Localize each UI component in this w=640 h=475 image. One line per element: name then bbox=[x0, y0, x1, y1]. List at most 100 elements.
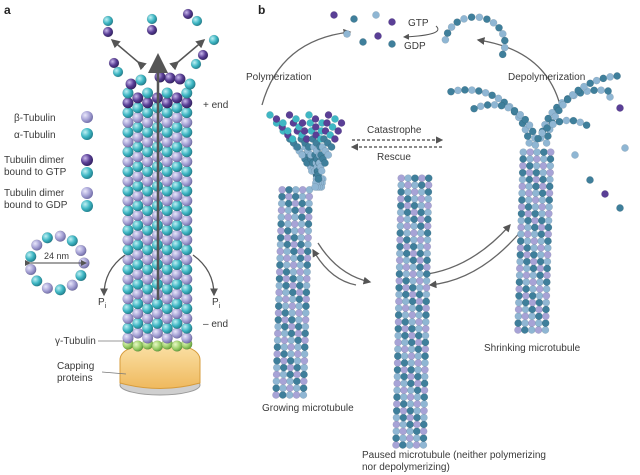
paused-subunit bbox=[393, 359, 402, 367]
tubulin-subunit bbox=[122, 97, 134, 109]
shrinking-subunit bbox=[517, 230, 525, 238]
paused-subunit bbox=[421, 331, 430, 340]
paused-subunit bbox=[393, 372, 402, 381]
tubulin-subunit bbox=[122, 332, 134, 344]
fragment-subunit bbox=[467, 13, 476, 22]
curling-subunit bbox=[555, 106, 563, 115]
growing-subunit bbox=[288, 315, 296, 324]
paused-subunit bbox=[404, 181, 412, 189]
growing-subunit bbox=[287, 322, 296, 331]
paused-subunit bbox=[392, 400, 401, 408]
curling-subunit bbox=[592, 76, 601, 85]
growing-subunit bbox=[279, 363, 288, 372]
paused-subunit bbox=[413, 420, 421, 429]
tubulin-subunit bbox=[142, 146, 154, 158]
shrinking-subunit bbox=[518, 168, 527, 177]
growing-subunit bbox=[272, 377, 281, 386]
legend-gdp-label-2: bound to GDP bbox=[4, 200, 68, 211]
free-alpha bbox=[208, 34, 220, 46]
fragment-subunit bbox=[498, 50, 507, 59]
capping-label-1: Capping bbox=[57, 361, 94, 372]
shrinking-label: Shrinking microtubule bbox=[484, 343, 581, 354]
shrinking-subunit bbox=[514, 326, 522, 334]
tubulin-subunit bbox=[161, 234, 173, 246]
growing-subunit bbox=[303, 254, 312, 263]
paused-subunit bbox=[421, 338, 430, 347]
tubulin-subunit bbox=[171, 278, 183, 290]
tubulin-subunit bbox=[142, 116, 154, 129]
shrinking-subunit bbox=[541, 326, 550, 334]
tubulin-subunit bbox=[122, 136, 134, 148]
tubulin-subunit bbox=[142, 283, 154, 295]
tubulin-subunit bbox=[122, 175, 134, 187]
free-alpha bbox=[191, 15, 203, 27]
growing-subunit bbox=[280, 329, 289, 338]
paused-subunit bbox=[404, 174, 413, 182]
paused-subunit bbox=[406, 386, 415, 395]
shrinking-subunit bbox=[539, 161, 548, 170]
growing-subunit bbox=[272, 384, 281, 393]
shrinking-subunit bbox=[523, 257, 531, 266]
fragment-subunit bbox=[441, 36, 450, 44]
shrinking-subunit bbox=[528, 291, 537, 300]
paused-subunit bbox=[415, 318, 423, 326]
shrinking-subunit bbox=[536, 285, 544, 293]
curling-subunit bbox=[468, 86, 476, 94]
gamma-tubulin-subunit bbox=[171, 340, 183, 352]
shrinking-subunit bbox=[532, 189, 540, 197]
paused-subunit bbox=[392, 413, 401, 422]
shrinking-subunit bbox=[545, 189, 554, 197]
fragment-subunit bbox=[489, 18, 498, 27]
paused-subunit bbox=[422, 270, 431, 278]
paused-subunit bbox=[393, 352, 402, 360]
tubulin-subunit bbox=[122, 224, 134, 236]
growing-subunit bbox=[304, 240, 312, 249]
growing-subunit bbox=[294, 343, 302, 351]
growing-subunit bbox=[272, 363, 281, 372]
paused-subunit bbox=[408, 324, 416, 333]
paused-subunit bbox=[403, 235, 411, 244]
tubulin-subunit bbox=[122, 195, 134, 207]
tubulin-subunit bbox=[181, 195, 193, 207]
paused-subunit bbox=[408, 290, 417, 299]
tubulin-subunit bbox=[161, 273, 173, 285]
growing-subunit bbox=[277, 226, 285, 235]
tubulin-subunit bbox=[171, 151, 183, 163]
legend-gtp-label-2: bound to GTP bbox=[4, 167, 67, 178]
growing-subunit bbox=[300, 343, 309, 351]
shrinking-subunit bbox=[524, 223, 532, 232]
tubulin-subunit bbox=[161, 136, 173, 148]
tubulin-subunit bbox=[122, 263, 134, 276]
paused-subunit bbox=[422, 304, 430, 313]
paused-subunit bbox=[394, 338, 402, 347]
paused-subunit bbox=[395, 276, 404, 285]
paused-subunit bbox=[422, 290, 431, 299]
curling-subunit bbox=[543, 124, 551, 132]
shrinking-subunit bbox=[539, 168, 548, 177]
tubulin-subunit bbox=[142, 136, 154, 148]
paused-subunit bbox=[402, 270, 411, 278]
rescue-label: Rescue bbox=[377, 152, 411, 163]
shrinking-subunit bbox=[535, 298, 544, 307]
tubulin-subunit bbox=[171, 268, 183, 280]
growing-tip-subunit bbox=[279, 119, 287, 127]
growing-subunit bbox=[278, 185, 287, 194]
growing-subunit bbox=[285, 185, 293, 194]
shrinking-subunit bbox=[525, 168, 534, 177]
tubulin-subunit bbox=[132, 317, 144, 329]
growing-subunit bbox=[303, 247, 312, 256]
paused-subunit bbox=[424, 208, 432, 217]
growing-tip-subunit bbox=[266, 111, 274, 119]
growing-subunit bbox=[289, 268, 298, 276]
tubulin-subunit bbox=[132, 151, 144, 163]
curling-subunit bbox=[521, 115, 530, 124]
tubulin-subunit bbox=[181, 126, 193, 138]
shrinking-subunit bbox=[531, 209, 540, 218]
paused-subunit bbox=[424, 181, 433, 189]
tubulin-subunit bbox=[132, 121, 144, 133]
tubulin-subunit bbox=[171, 102, 183, 114]
growing-subunit bbox=[272, 391, 280, 399]
growing-subunit bbox=[274, 309, 283, 317]
shrinking-subunit bbox=[516, 257, 524, 266]
